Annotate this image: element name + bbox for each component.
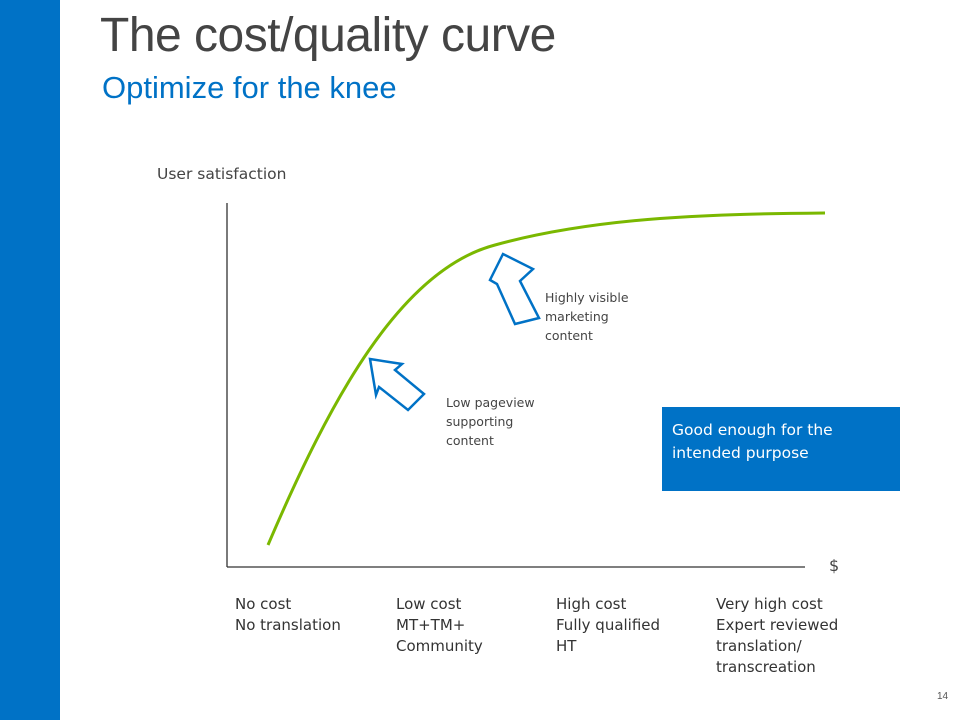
category-high-cost: High cost Fully qualified HT [556,595,661,655]
up-left-arrow-icon [368,357,426,412]
up-arrow-icon [488,252,541,326]
slide-title: The cost/quality curve [100,9,556,62]
category-no-cost: No cost No translation [235,595,341,634]
accent-bar [0,0,60,720]
annotation-low-pageview: Low pageview supporting content [446,395,535,448]
category-low-cost: Low cost MT+TM+ Community [396,595,483,655]
page-number: 14 [937,691,949,702]
slide-subtitle: Optimize for the knee [102,70,397,105]
x-axis-label: $ [829,556,840,575]
category-very-high-cost: Very high cost Expert reviewed translati… [716,595,839,676]
cost-quality-curve [266,211,826,546]
good-enough-callout: Good enough for the intended purpose [662,407,900,491]
annotation-highly-visible: Highly visible marketing content [545,290,629,343]
y-axis-label: User satisfaction [157,165,287,183]
